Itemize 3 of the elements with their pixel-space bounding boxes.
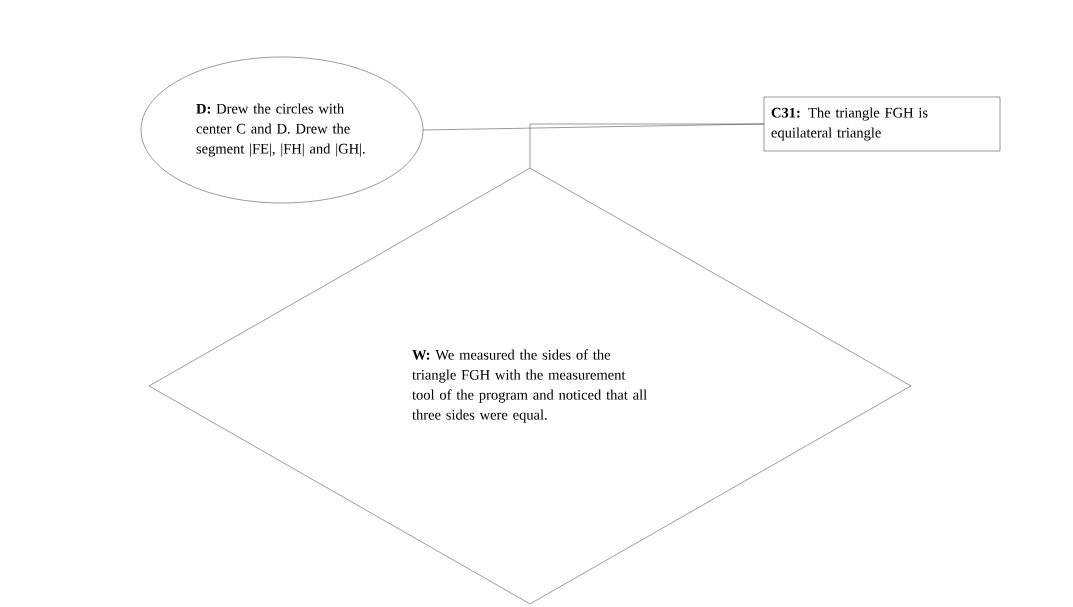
connector-line	[529, 123, 764, 168]
claim-box: C31: The triangle FGH is equilateral triangle	[763, 96, 1001, 152]
ellipse-node: D: Drew the circles with center C and D. Drew the segment |FE|, |FH| and |GH|.	[140, 56, 424, 204]
